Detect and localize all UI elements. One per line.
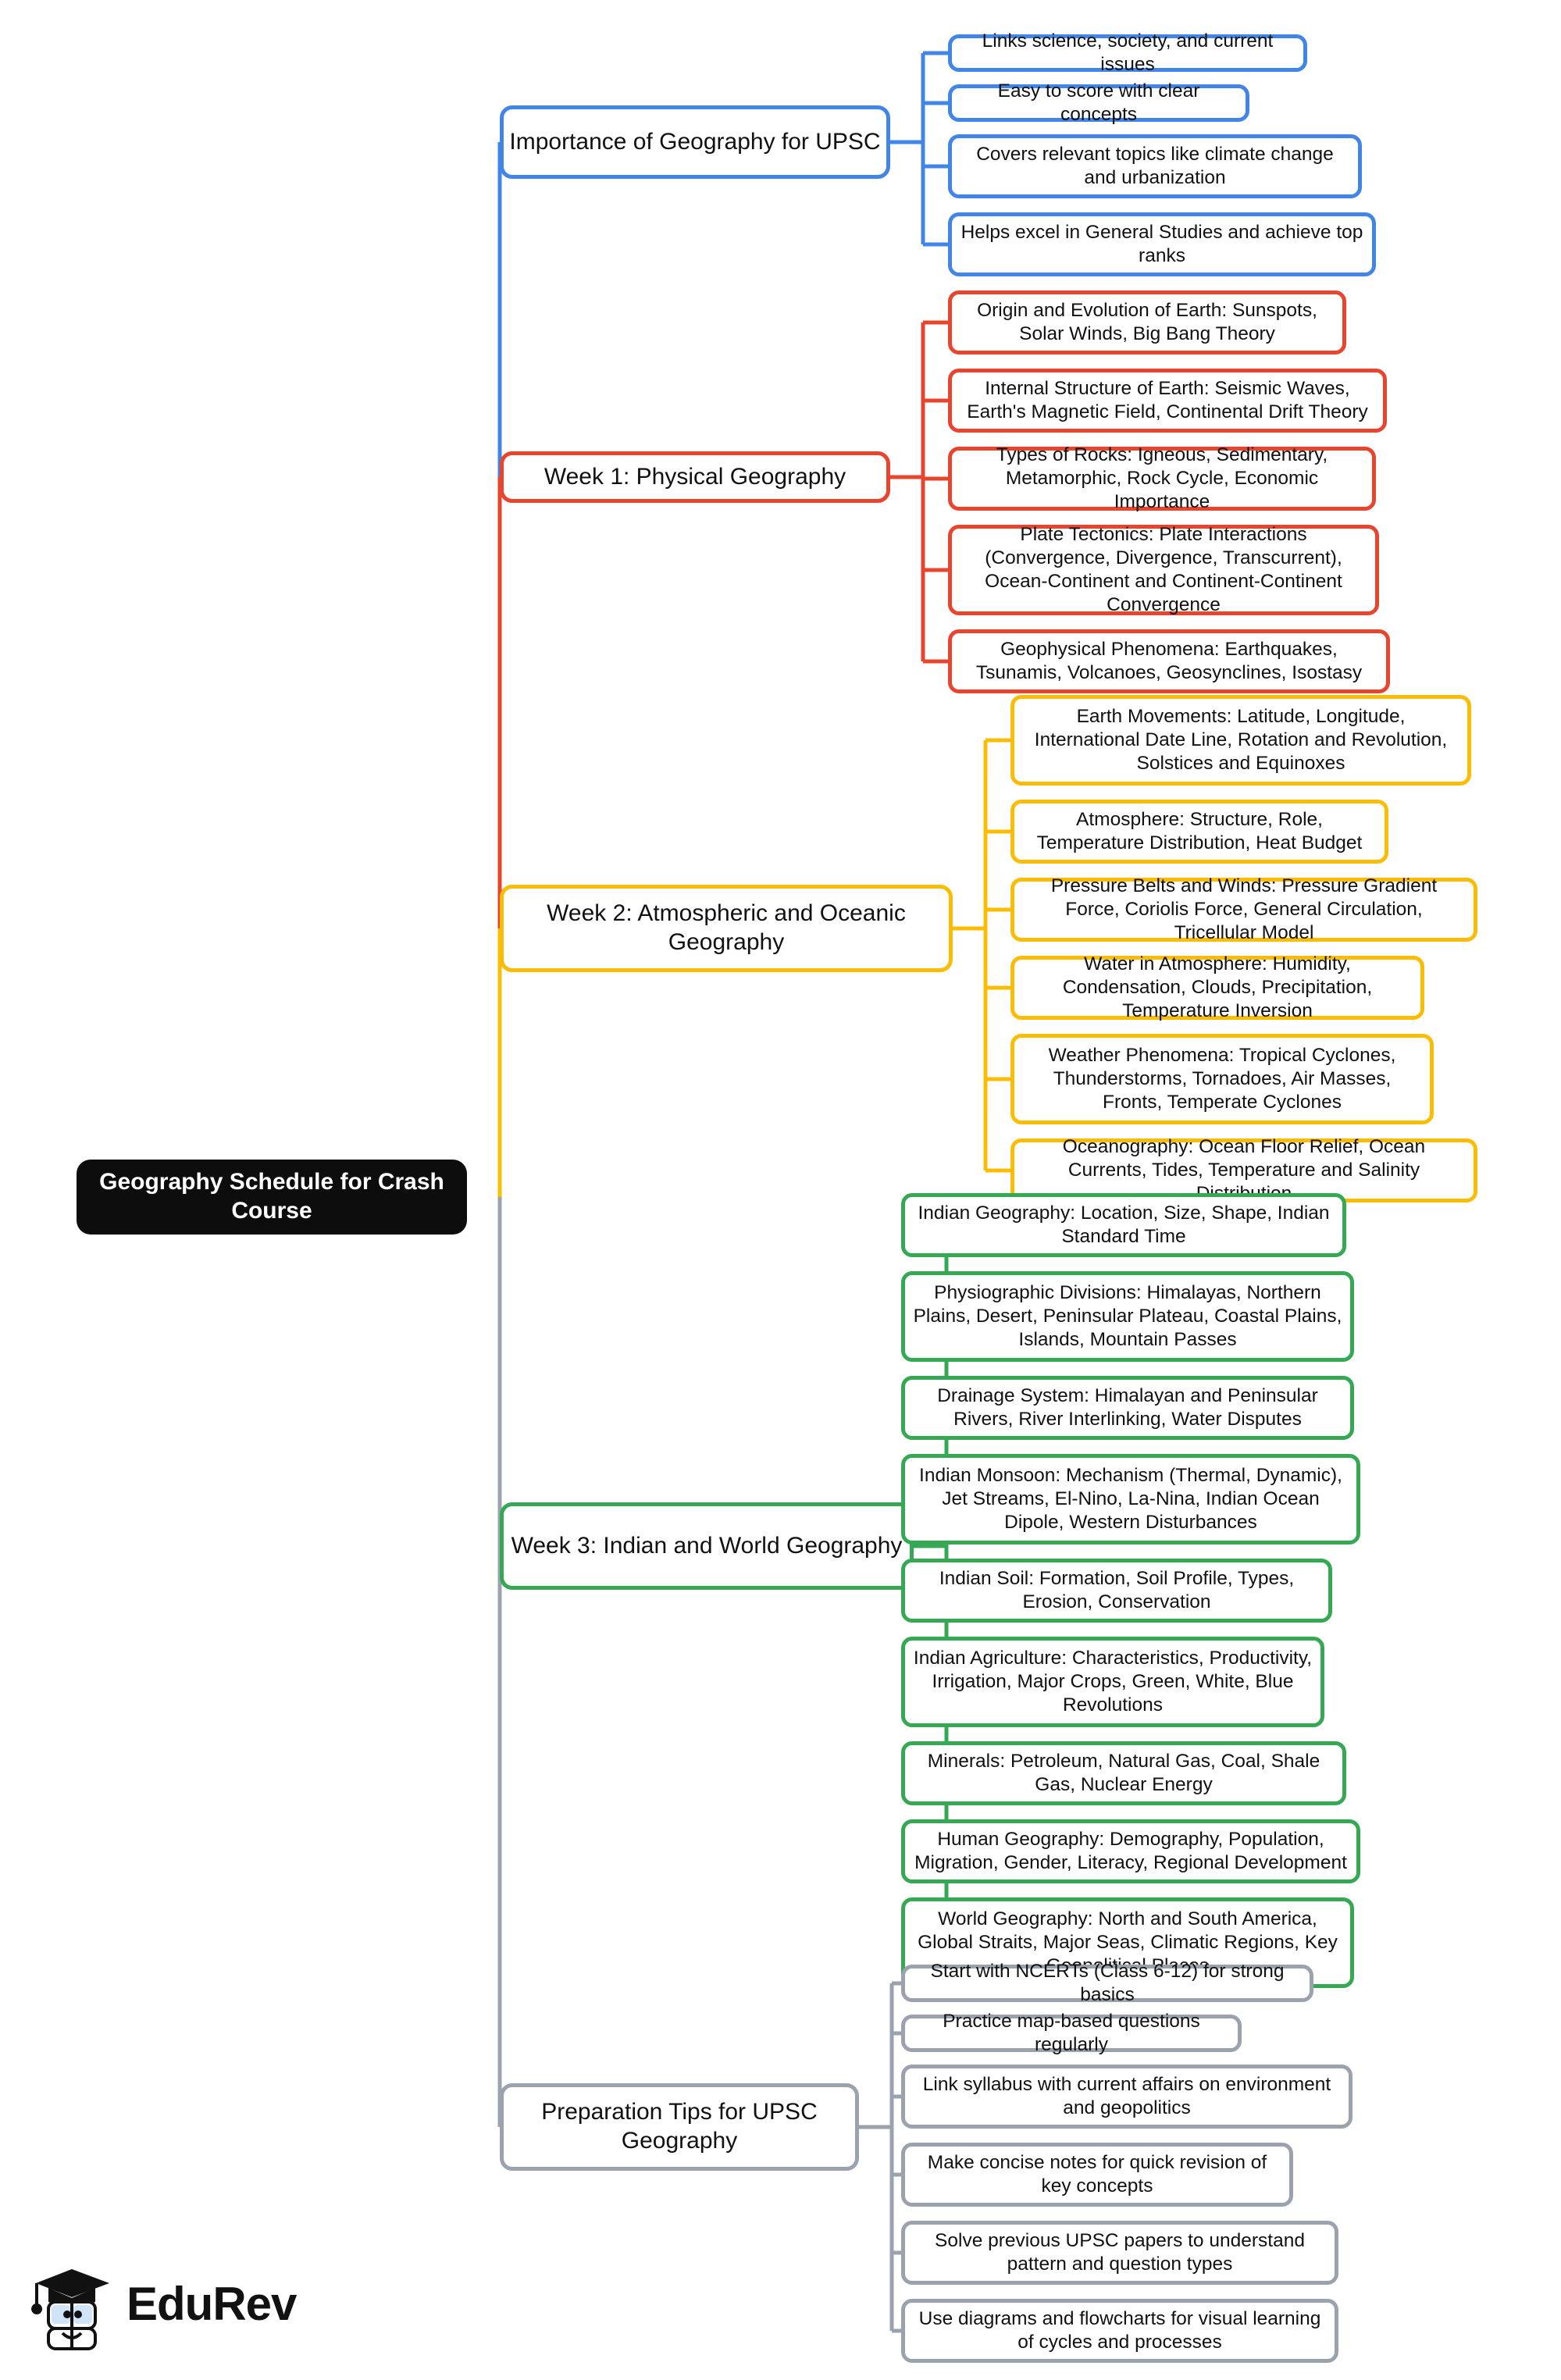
branch-node-3[interactable]: Week 2: Atmospheric and Oceanic Geograph… [500,885,953,972]
branch-label: Preparation Tips for UPSC Geography [541,2099,818,2154]
leaf-node-1-1[interactable]: Links science, society, and current issu… [948,30,1307,75]
leaf-node-5-6[interactable]: Use diagrams and flowcharts for visual l… [901,2299,1338,2363]
leaf-label: Plate Tectonics: Plate Interactions (Con… [985,524,1342,615]
leaf-node-3-2[interactable]: Atmosphere: Structure, Role, Temperature… [1010,800,1388,864]
leaf-node-1-4[interactable]: Helps excel in General Studies and achie… [948,212,1376,276]
leaf-label: Indian Agriculture: Characteristics, Pro… [913,1648,1313,1716]
leaf-label: Links science, society, and current issu… [982,30,1274,75]
branch-label: Importance of Geography for UPSC [509,128,881,155]
leaf-node-3-4[interactable]: Water in Atmosphere: Humidity, Condensat… [1010,953,1424,1021]
leaf-node-2-4[interactable]: Plate Tectonics: Plate Interactions (Con… [948,524,1379,615]
leaf-node-5-2[interactable]: Practice map-based questions regularly [901,2011,1242,2055]
branch-label: Week 1: Physical Geography [543,463,846,490]
branch-label: Week 2: Atmospheric and Oceanic Geograph… [547,900,906,955]
leaf-label: Types of Rocks: Igneous, Sedimentary, Me… [996,444,1328,512]
leaf-node-3-3[interactable]: Pressure Belts and Winds: Pressure Gradi… [1010,875,1477,943]
leaf-node-4-2[interactable]: Physiographic Divisions: Himalayas, Nort… [901,1271,1354,1362]
leaf-label: Use diagrams and flowcharts for visual l… [918,2308,1321,2353]
leaf-label: Helps excel in General Studies and achie… [960,222,1363,266]
leaf-label: Weather Phenomena: Tropical Cyclones, Th… [1048,1045,1396,1113]
leaf-node-4-3[interactable]: Drainage System: Himalayan and Peninsula… [901,1376,1354,1440]
leaf-label: Atmosphere: Structure, Role, Temperature… [1036,809,1363,853]
leaf-node-5-5[interactable]: Solve previous UPSC papers to understand… [901,2221,1338,2285]
leaf-label: Indian Monsoon: Mechanism (Thermal, Dyna… [919,1465,1342,1533]
branch-node-5[interactable]: Preparation Tips for UPSC Geography [500,2083,859,2171]
leaf-label: Link syllabus with current affairs on en… [922,2074,1331,2118]
branch-node-2[interactable]: Week 1: Physical Geography [500,451,890,503]
root-title: Geography Schedule for Crash Course [99,1169,444,1224]
leaf-node-3-5[interactable]: Weather Phenomena: Tropical Cyclones, Th… [1010,1034,1434,1124]
edurev-wordmark: EduRev [127,2277,297,2330]
root-node[interactable]: Geography Schedule for Crash Course [77,1160,467,1235]
branch-label: Week 3: Indian and World Geography [511,1532,903,1559]
leaf-label: Geophysical Phenomena: Earthquakes, Tsun… [975,639,1363,683]
leaf-node-5-4[interactable]: Make concise notes for quick revision of… [901,2143,1293,2207]
leaf-label: Drainage System: Himalayan and Peninsula… [937,1385,1318,1430]
leaf-label: Human Geography: Demography, Population,… [914,1829,1347,1873]
leaf-label: Pressure Belts and Winds: Pressure Gradi… [1050,875,1438,943]
leaf-label: Indian Soil: Formation, Soil Profile, Ty… [939,1568,1295,1612]
leaf-node-4-1[interactable]: Indian Geography: Location, Size, Shape,… [901,1193,1346,1257]
leaf-label: Easy to score with clear concepts [997,80,1200,125]
leaf-node-2-1[interactable]: Origin and Evolution of Earth: Sunspots,… [948,290,1346,355]
leaf-label: Internal Structure of Earth: Seismic Wav… [967,378,1368,422]
leaf-label: Start with NCERTs (Class 6-12) for stron… [930,1961,1285,2005]
edurev-logo: EduRev [22,2249,319,2358]
leaf-label: Origin and Evolution of Earth: Sunspots,… [977,300,1317,344]
leaf-label: Indian Geography: Location, Size, Shape,… [918,1202,1330,1247]
leaf-node-4-5[interactable]: Indian Soil: Formation, Soil Profile, Ty… [901,1559,1332,1623]
leaf-node-4-6[interactable]: Indian Agriculture: Characteristics, Pro… [901,1637,1324,1727]
leaf-label: Water in Atmosphere: Humidity, Condensat… [1062,953,1373,1021]
leaf-node-5-3[interactable]: Link syllabus with current affairs on en… [901,2065,1353,2129]
leaf-node-2-5[interactable]: Geophysical Phenomena: Earthquakes, Tsun… [948,629,1390,693]
leaf-label: Covers relevant topics like climate chan… [976,144,1334,188]
leaf-label: Practice map-based questions regularly [943,2011,1200,2055]
leaf-node-1-2[interactable]: Easy to score with clear concepts [948,80,1249,125]
leaf-label: Minerals: Petroleum, Natural Gas, Coal, … [927,1751,1320,1795]
leaf-label: Make concise notes for quick revision of… [927,2152,1267,2197]
leaf-node-4-8[interactable]: Human Geography: Demography, Population,… [901,1819,1360,1883]
leaf-node-4-4[interactable]: Indian Monsoon: Mechanism (Thermal, Dyna… [901,1454,1360,1545]
leaf-node-4-7[interactable]: Minerals: Petroleum, Natural Gas, Coal, … [901,1741,1346,1805]
leaf-node-2-2[interactable]: Internal Structure of Earth: Seismic Wav… [948,369,1387,433]
branch-node-4[interactable]: Week 3: Indian and World Geography [500,1502,914,1590]
leaf-label: Earth Movements: Latitude, Longitude, In… [1034,706,1448,774]
leaf-node-1-3[interactable]: Covers relevant topics like climate chan… [948,134,1362,198]
leaf-node-3-1[interactable]: Earth Movements: Latitude, Longitude, In… [1010,695,1471,786]
leaf-node-5-1[interactable]: Start with NCERTs (Class 6-12) for stron… [901,1961,1313,2005]
branch-node-1[interactable]: Importance of Geography for UPSC [500,105,890,179]
graduation-cap-book-mascot-icon [31,2269,109,2350]
leaf-label: Solve previous UPSC papers to understand… [935,2230,1305,2275]
leaf-node-2-3[interactable]: Types of Rocks: Igneous, Sedimentary, Me… [948,444,1376,512]
leaf-label: Physiographic Divisions: Himalayas, Nort… [913,1282,1342,1350]
